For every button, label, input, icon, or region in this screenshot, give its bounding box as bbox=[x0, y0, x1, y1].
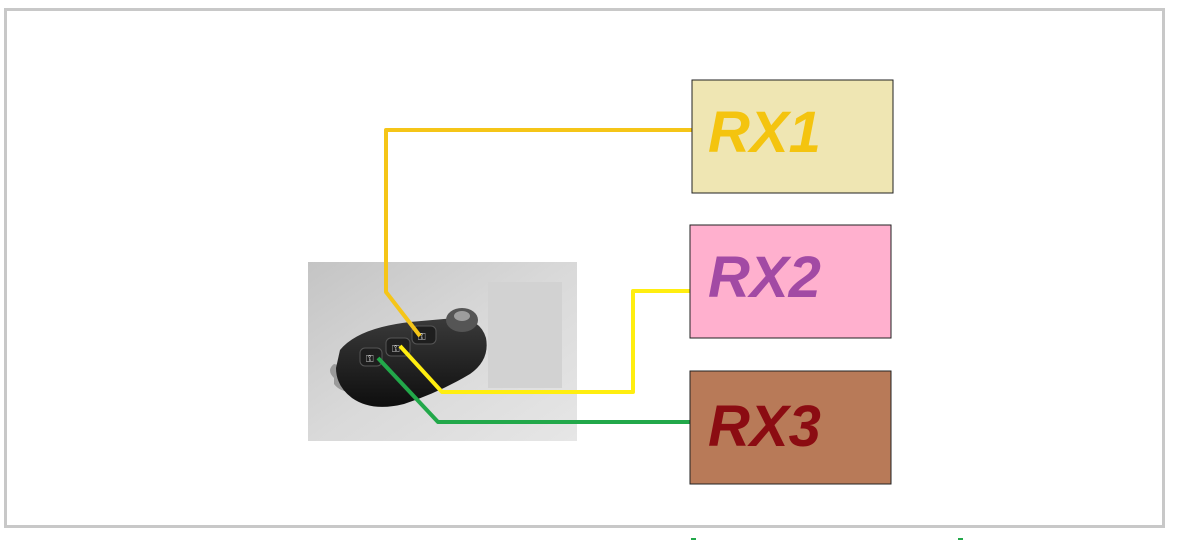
car-key-remote-icon bbox=[336, 318, 487, 407]
svg-text:⚿: ⚿ bbox=[366, 354, 374, 365]
receiver-rx1: RX1 bbox=[691, 79, 894, 194]
diagram-frame bbox=[4, 8, 1165, 528]
edge-mark bbox=[958, 538, 963, 540]
wire-rx2 bbox=[398, 289, 690, 394]
edge-mark bbox=[691, 538, 696, 540]
receiver-rx3-label: RX3 bbox=[708, 394, 821, 459]
receiver-rx1-label: RX1 bbox=[708, 100, 821, 165]
receiver-rx2-label: RX2 bbox=[708, 245, 821, 310]
receiver-rx3: RX3 bbox=[689, 370, 892, 485]
remote-key-photo: ⚿ ⚿ ⚿ bbox=[308, 262, 577, 441]
receiver-rx2: RX2 bbox=[689, 224, 892, 339]
svg-text:⚿: ⚿ bbox=[392, 344, 400, 355]
svg-text:⚿: ⚿ bbox=[418, 332, 426, 343]
wire-rx3 bbox=[376, 356, 690, 424]
wire-rx1 bbox=[384, 128, 692, 338]
